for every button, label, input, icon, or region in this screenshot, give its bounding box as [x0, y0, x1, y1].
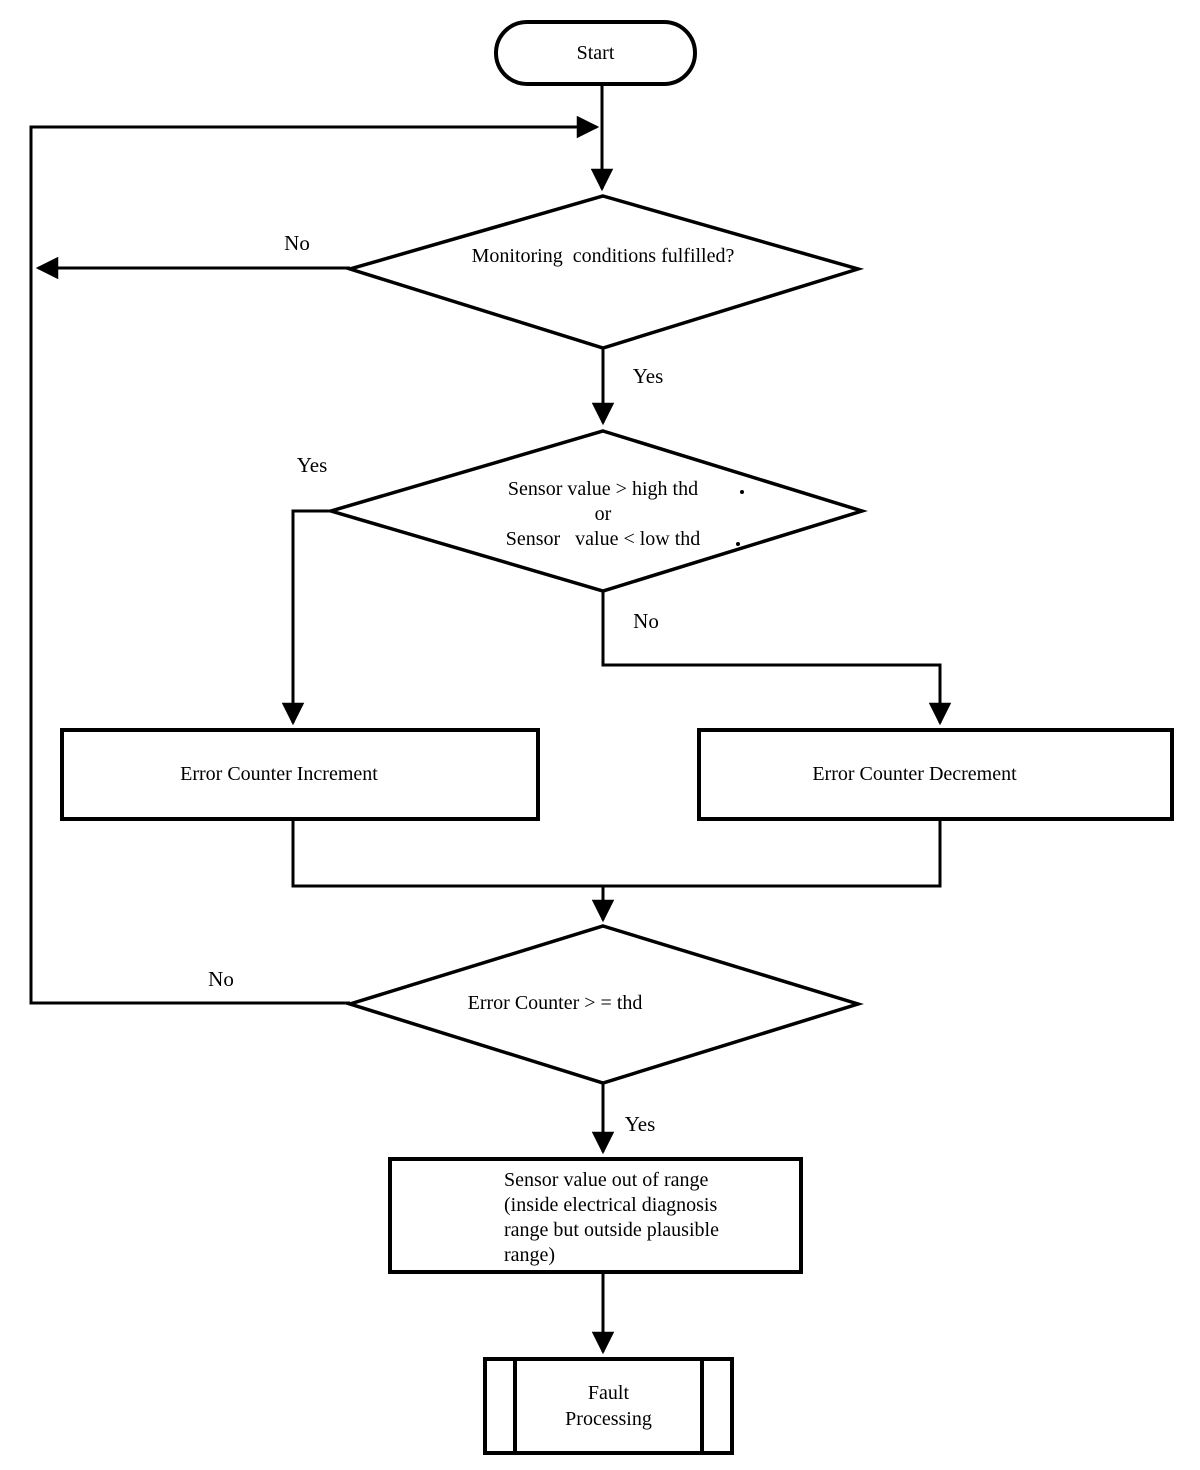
decision-counter-label: Error Counter > = thd	[467, 992, 643, 1014]
scan-artifact-dot	[740, 490, 744, 494]
error-counter-increment-node: Error Counter Increment	[60, 728, 540, 821]
edge-label-threshold-no: No	[633, 609, 659, 633]
edge-merge	[291, 821, 942, 888]
edge-label-counter-yes: Yes	[624, 1112, 656, 1136]
out-of-range-label: Sensor value out of range (inside electr…	[504, 1169, 719, 1266]
decision-counter-shape	[344, 924, 864, 1085]
decision-monitoring-shape	[343, 194, 865, 350]
edge-threshold-yes	[281, 509, 331, 726]
error-counter-decrement-node: Error Counter Decrement	[697, 728, 1174, 821]
start-label: Start	[576, 41, 615, 64]
edge-label-monitoring-yes: Yes	[632, 364, 664, 388]
start-node: Start	[494, 20, 697, 86]
edge-counter-no-loop	[29, 115, 600, 1005]
decision-monitoring-label: Monitoring conditions fulfilled?	[471, 245, 735, 267]
error-counter-increment-label: Error Counter Increment	[180, 763, 378, 785]
predefined-process-bar	[513, 1361, 517, 1451]
edge-threshold-no	[601, 591, 952, 726]
edge-label-counter-no: No	[208, 967, 234, 991]
decision-threshold-shape	[324, 429, 868, 593]
decision-threshold-label: Sensor value > high thd or Sensor value …	[505, 478, 701, 550]
error-counter-decrement-label: Error Counter Decrement	[812, 763, 1017, 785]
scan-artifact-dot	[736, 542, 740, 546]
edge-label-monitoring-no: No	[284, 231, 310, 255]
edge-label-threshold-yes: Yes	[296, 453, 328, 477]
fault-processing-label: Fault Processing	[565, 1382, 652, 1430]
out-of-range-node: Sensor value out of range (inside electr…	[388, 1157, 803, 1274]
fault-processing-node: Fault Processing	[483, 1357, 734, 1455]
predefined-process-bar	[700, 1361, 704, 1451]
